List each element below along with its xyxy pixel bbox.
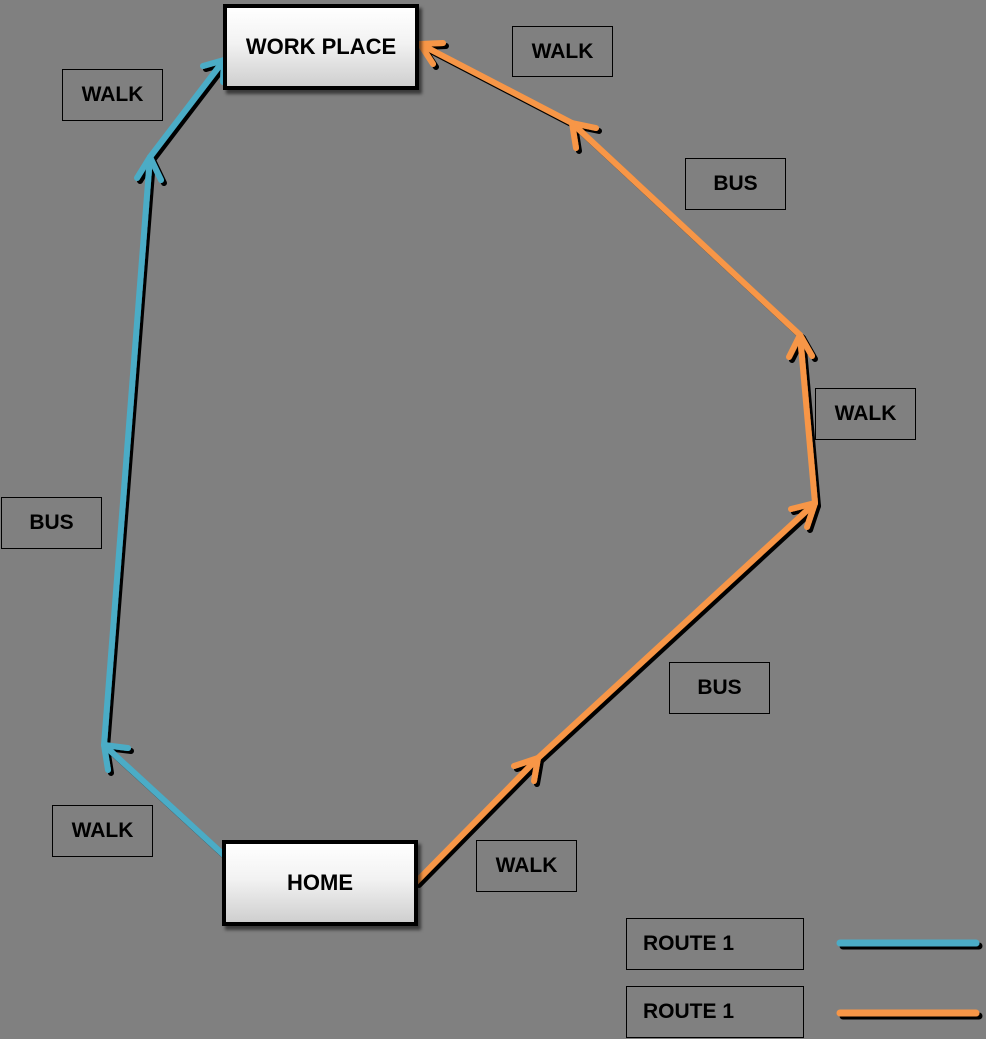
route-1-walk-top-label: WALK	[62, 69, 163, 121]
route-2-bus-bottom-label: BUS	[669, 662, 770, 714]
route-1-bus-segment	[101, 154, 153, 748]
route-1-walk-home-segment	[101, 742, 229, 860]
route-2-walk-bottom-label: WALK	[476, 840, 577, 892]
route-2-walk-mid-label: WALK	[815, 388, 916, 440]
route-1-bus-label: BUS	[1, 497, 102, 549]
route-2-bus-bottom-segment	[535, 500, 818, 761]
route-2-walk-top-label: WALK	[512, 26, 613, 77]
route-2-arrowhead	[417, 40, 446, 67]
route-2-bus-top-segment	[569, 120, 803, 338]
home-label: HOME	[287, 870, 353, 895]
route-2-walk-work-segment	[417, 41, 575, 126]
work-place-label: WORK PLACE	[245, 34, 397, 59]
home-node: HOME	[222, 840, 418, 926]
legend-swatches	[836, 939, 980, 1017]
route-2-bus-top-label: BUS	[685, 158, 786, 210]
route-2-orange	[413, 40, 818, 885]
route-2-walk-home-segment	[413, 755, 541, 885]
legend-item-route-blue: ROUTE 1	[626, 918, 804, 970]
route-2-walk-mid-segment	[797, 332, 818, 506]
route-1-blue	[101, 57, 229, 860]
work-place-node: WORK PLACE	[223, 4, 419, 90]
route-1-walk-bottom-label: WALK	[52, 805, 153, 857]
legend-item-route-orange: ROUTE 1	[626, 986, 804, 1038]
route-1-walk-work-segment	[147, 57, 227, 160]
